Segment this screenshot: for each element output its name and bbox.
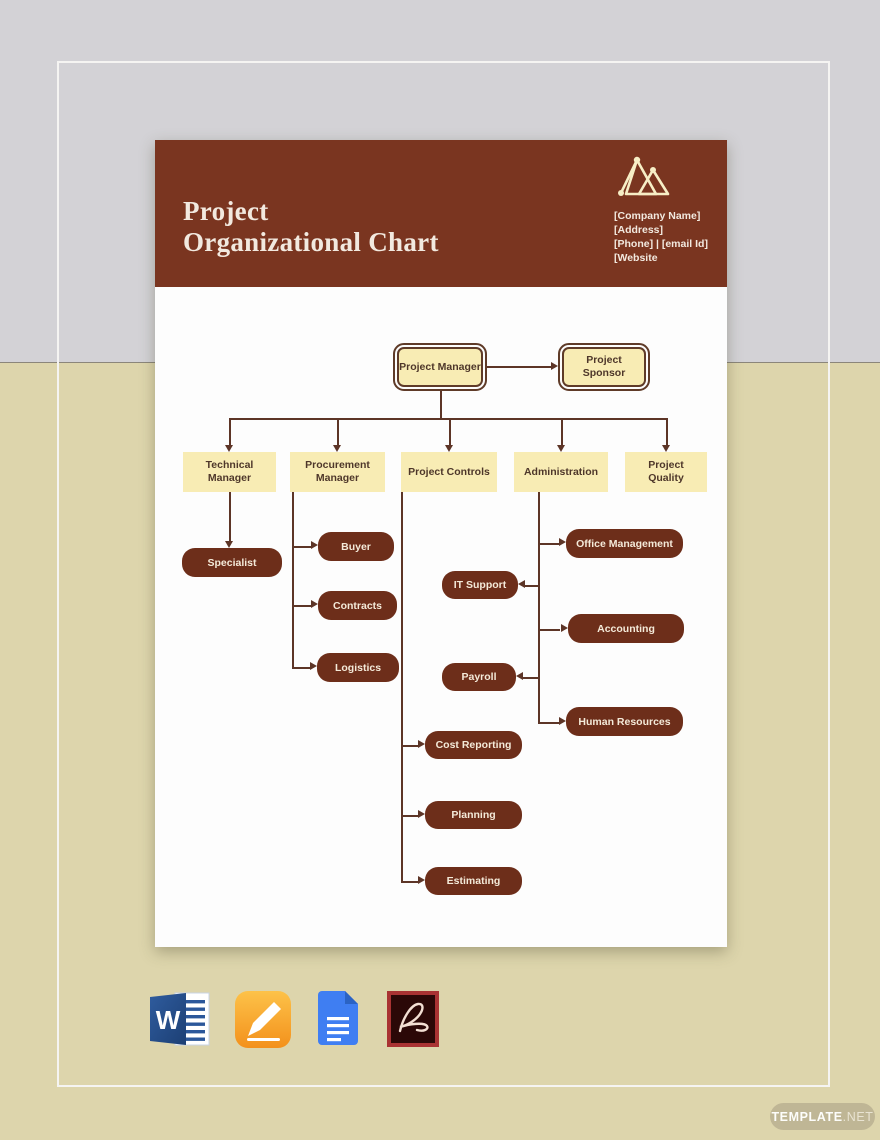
connector (401, 881, 419, 883)
connector (229, 418, 231, 446)
ms-word-icon[interactable]: W (150, 990, 212, 1048)
svg-text:W: W (156, 1005, 181, 1035)
node-cost-reporting: Cost Reporting (425, 731, 522, 759)
templatenet-badge[interactable]: TEMPLATE.NET (770, 1103, 875, 1130)
connector (538, 492, 540, 722)
connector (401, 745, 419, 747)
connector (487, 366, 552, 368)
connector (523, 677, 539, 679)
connector (538, 722, 560, 724)
node-accounting: Accounting (568, 614, 684, 643)
company-address: [Address] (614, 224, 664, 236)
connector (292, 546, 312, 548)
arrowhead (559, 538, 566, 546)
connector (449, 418, 451, 446)
connector (561, 418, 563, 446)
connector (440, 391, 442, 419)
company-info: [Company Name] [Address] [Phone] | [emai… (614, 209, 708, 265)
arrowhead (557, 445, 565, 452)
page-title-line1: Project (183, 196, 269, 226)
node-project-controls: Project Controls (401, 452, 497, 492)
brand-bold: TEMPLATE (771, 1109, 843, 1124)
arrowhead (445, 445, 453, 452)
node-payroll: Payroll (442, 663, 516, 691)
node-logistics: Logistics (317, 653, 399, 682)
node-procurement-manager: Procurement Manager (290, 452, 385, 492)
connector (229, 418, 667, 420)
node-project-quality: Project Quality (625, 452, 707, 492)
node-technical-manager: Technical Manager (183, 452, 276, 492)
adobe-acrobat-icon[interactable] (387, 991, 439, 1047)
apple-pages-icon[interactable] (235, 991, 291, 1048)
connector (525, 585, 539, 587)
document-page: Project Organizational Chart [Company Na… (155, 140, 727, 947)
node-specialist: Specialist (182, 548, 282, 577)
page-title-line2: Organizational Chart (183, 227, 439, 257)
decorative-frame (57, 61, 830, 1087)
document-header: Project Organizational Chart [Company Na… (155, 140, 727, 287)
arrowhead (418, 876, 425, 884)
arrowhead (310, 662, 317, 670)
node-office-management: Office Management (566, 529, 683, 558)
brand-light: .NET (842, 1109, 874, 1124)
arrowhead (551, 362, 558, 370)
node-estimating: Estimating (425, 867, 522, 895)
connector (292, 492, 294, 668)
connector (666, 418, 668, 446)
arrowhead (311, 541, 318, 549)
node-buyer: Buyer (318, 532, 394, 561)
arrowhead (311, 600, 318, 608)
company-website: [Website (614, 252, 658, 264)
node-it-support: IT Support (442, 571, 518, 599)
google-docs-icon[interactable] (318, 991, 358, 1045)
connector (229, 492, 231, 542)
connector (538, 629, 560, 631)
node-planning: Planning (425, 801, 522, 829)
connector (292, 667, 312, 669)
arrowhead (225, 541, 233, 548)
node-project-manager-label: Project Manager (397, 347, 483, 387)
org-chart: Project Manager Project Sponsor Technica… (155, 140, 727, 947)
node-project-sponsor-label: Project Sponsor (562, 347, 646, 387)
arrowhead (225, 445, 233, 452)
company-logo-icon (618, 156, 670, 196)
node-human-resources: Human Resources (566, 707, 683, 736)
connector (538, 543, 560, 545)
company-phone-email: [Phone] | [email Id] (614, 238, 708, 250)
arrowhead (561, 624, 568, 632)
connector (401, 492, 403, 882)
page-title: Project Organizational Chart (183, 196, 439, 258)
arrowhead (418, 810, 425, 818)
node-project-sponsor: Project Sponsor (558, 343, 650, 391)
node-contracts: Contracts (318, 591, 397, 620)
arrowhead (559, 717, 566, 725)
connector (401, 815, 419, 817)
company-name: [Company Name] (614, 210, 701, 222)
connector (292, 605, 312, 607)
node-project-manager: Project Manager (393, 343, 487, 391)
arrowhead (516, 672, 523, 680)
connector (337, 418, 339, 446)
arrowhead (418, 740, 425, 748)
arrowhead (662, 445, 670, 452)
arrowhead (518, 580, 525, 588)
arrowhead (333, 445, 341, 452)
node-administration: Administration (514, 452, 608, 492)
